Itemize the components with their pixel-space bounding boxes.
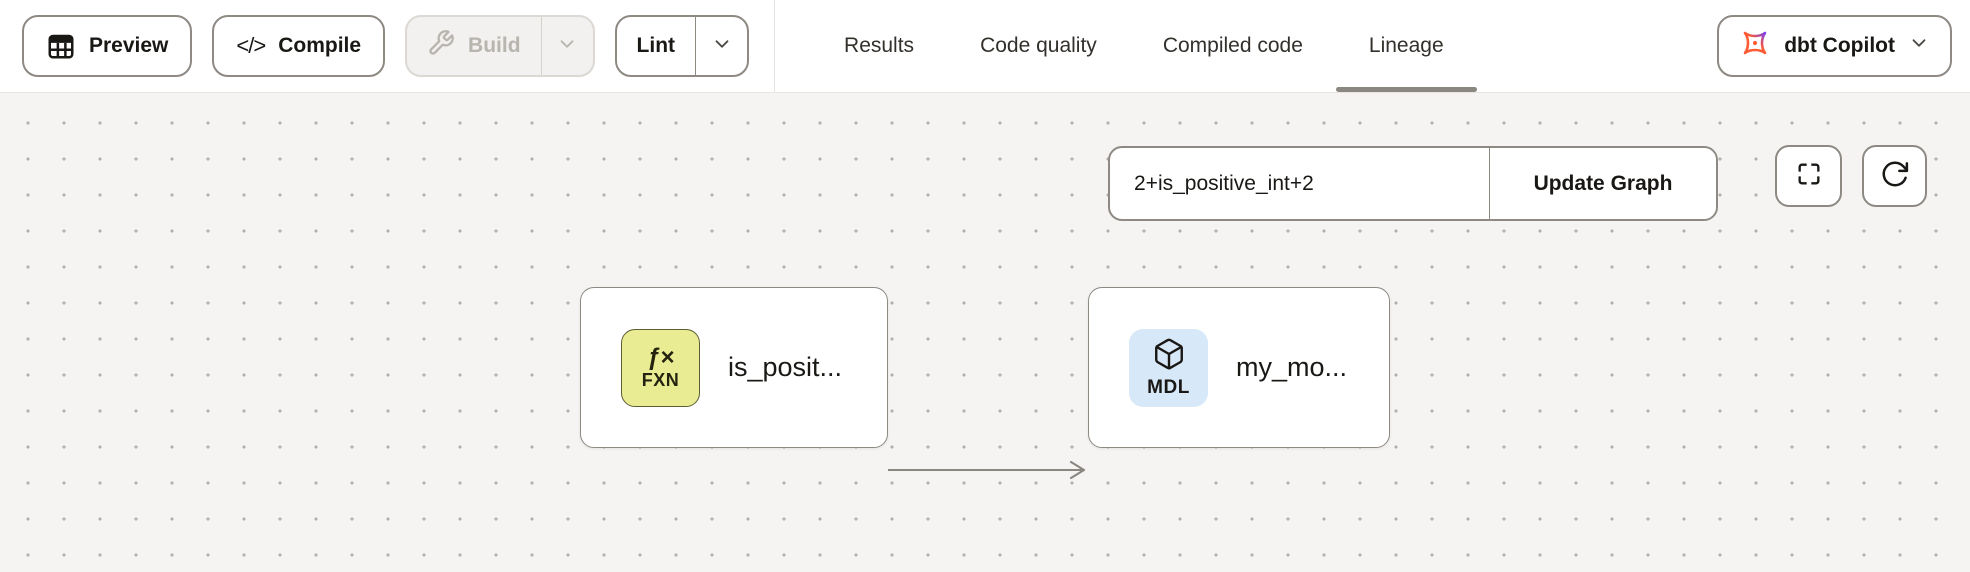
dbt-copilot-icon [1739, 27, 1771, 65]
fxn-code: FXN [641, 369, 680, 390]
fx-glyph: ƒ× [646, 344, 675, 372]
lint-button-label: Lint [636, 34, 676, 57]
dbt-copilot-label: dbt Copilot [1784, 34, 1895, 57]
build-button-label: Build [468, 34, 521, 57]
lint-split-button: Lint [614, 15, 750, 77]
tab-results[interactable]: Results [811, 0, 947, 92]
cube-icon [1152, 337, 1186, 376]
refresh-icon [1880, 159, 1910, 194]
compile-button-label: Compile [278, 34, 362, 57]
graph-selector-group: Update Graph [1108, 146, 1718, 221]
model-badge-icon: MDL [1129, 328, 1208, 407]
action-buttons: Preview </> Compile Build [0, 0, 750, 92]
fullscreen-button[interactable] [1775, 145, 1842, 207]
lineage-canvas[interactable]: Update Graph ƒ× FXN is_posit [0, 93, 1970, 572]
tab-label: Code quality [980, 34, 1097, 57]
top-toolbar: Preview </> Compile Build [0, 0, 1970, 93]
tab-label: Lineage [1368, 34, 1444, 57]
lineage-node-model[interactable]: MDL my_mo... [1088, 287, 1390, 448]
chevron-down-icon [556, 33, 578, 60]
mdl-code: MDL [1147, 376, 1190, 398]
lineage-selector-input[interactable] [1110, 148, 1489, 219]
compile-button[interactable]: </> Compile [212, 15, 386, 77]
lint-button[interactable]: Lint [617, 17, 695, 75]
lineage-edge-arrow [888, 460, 1086, 480]
build-split-button: Build [405, 15, 595, 77]
preview-button[interactable]: Preview [22, 15, 193, 77]
tab-label: Compiled code [1162, 34, 1303, 57]
function-badge-icon: ƒ× FXN [621, 328, 700, 407]
tab-label: Results [844, 34, 915, 57]
preview-button-label: Preview [89, 34, 169, 57]
copilot-area: dbt Copilot [1717, 0, 1970, 92]
tab-compiled-code[interactable]: Compiled code [1130, 0, 1336, 92]
refresh-graph-button[interactable] [1862, 145, 1927, 207]
chevron-down-icon [711, 33, 733, 60]
wrench-icon [427, 29, 455, 63]
tab-lineage[interactable]: Lineage [1335, 0, 1477, 92]
chevron-down-icon [1908, 32, 1930, 60]
table-icon [46, 31, 76, 61]
dbt-copilot-button[interactable]: dbt Copilot [1717, 15, 1952, 77]
lint-dropdown-toggle[interactable] [695, 17, 747, 75]
node-label: is_posit... [728, 352, 843, 382]
fullscreen-icon [1795, 160, 1823, 193]
lineage-node-function[interactable]: ƒ× FXN is_posit... [580, 287, 888, 448]
tab-code-quality[interactable]: Code quality [947, 0, 1130, 92]
update-graph-button[interactable]: Update Graph [1490, 148, 1716, 219]
selector-group-divider [1489, 148, 1490, 219]
build-button[interactable]: Build [407, 17, 541, 75]
toolbar-divider [774, 0, 776, 92]
code-icon: </> [236, 33, 266, 58]
node-label: my_mo... [1236, 352, 1348, 382]
panel-tabs: Results Code quality Compiled code Linea… [811, 0, 1477, 92]
build-dropdown-toggle[interactable] [540, 17, 593, 75]
